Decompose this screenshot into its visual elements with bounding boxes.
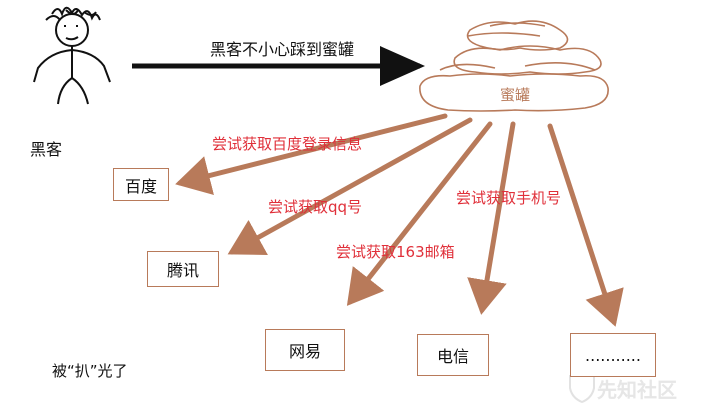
target-box-others: ........... — [570, 333, 656, 377]
hacker-label: 黑客 — [30, 140, 63, 159]
arrow-to-others — [547, 123, 624, 327]
target-box-netease: 网易 — [265, 329, 345, 371]
arrow-to-telecom — [467, 121, 516, 315]
arrow-to-tencent — [227, 117, 473, 255]
attempt-label-phone: 尝试获取手机号 — [456, 189, 562, 207]
target-box-telecom: 电信 — [417, 334, 489, 376]
cloud-icon — [419, 20, 609, 112]
honeypot-label: 蜜罐 — [500, 86, 531, 104]
attempt-arrows — [175, 113, 624, 327]
shield-logo-icon — [569, 370, 595, 404]
outcome-label: 被“扒”光了 — [52, 362, 128, 380]
target-box-tencent: 腾讯 — [147, 251, 219, 287]
attempt-label-qq: 尝试获取qq号 — [268, 198, 363, 216]
attempt-label-163: 尝试获取163邮箱 — [336, 243, 455, 261]
arrow-to-netease — [346, 121, 493, 306]
target-box-baidu: 百度 — [113, 168, 169, 201]
attempt-label-baidu: 尝试获取百度登录信息 — [212, 135, 363, 153]
arrow-label: 黑客不小心踩到蜜罐 — [210, 40, 355, 59]
stick-figure-icon — [33, 6, 111, 105]
watermark-text: 先知社区 — [597, 378, 677, 402]
arrow-to-baidu — [175, 113, 448, 196]
